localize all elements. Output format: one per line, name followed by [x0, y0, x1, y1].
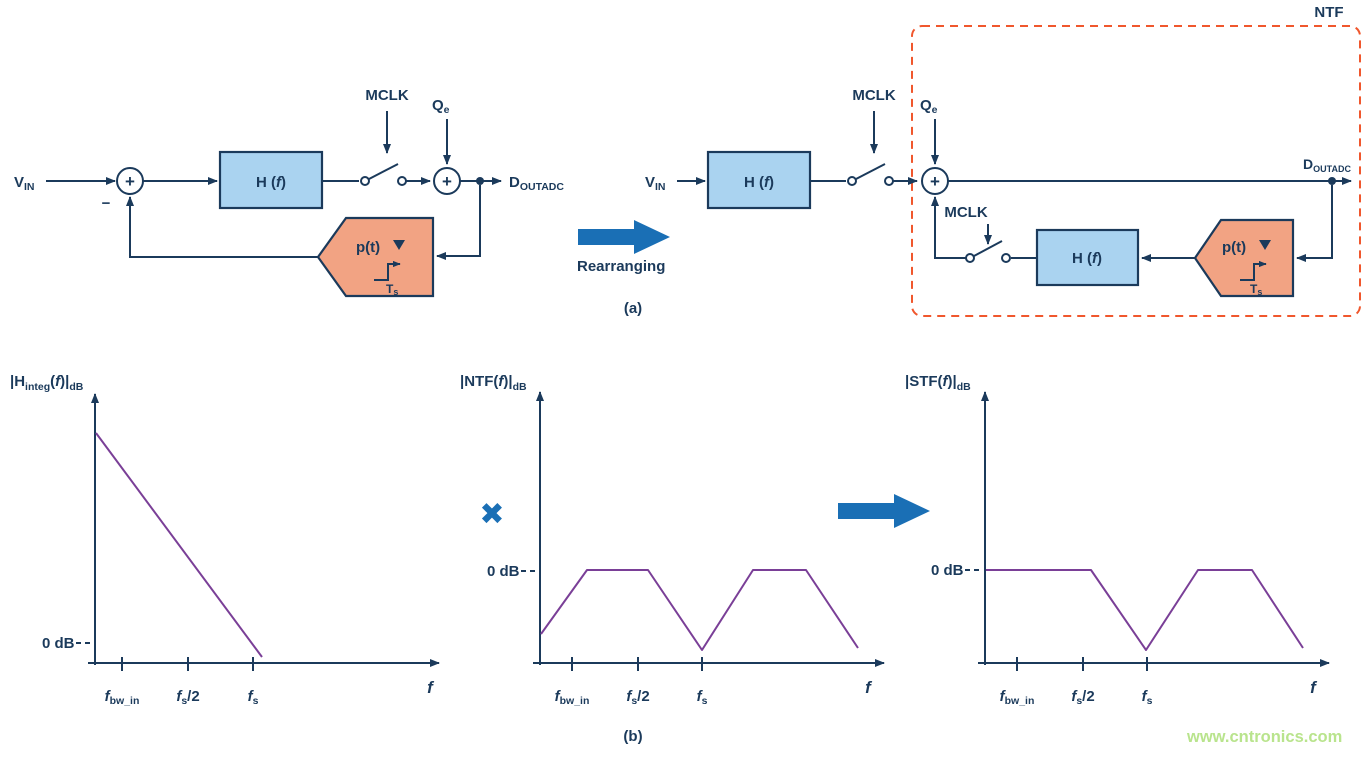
mclk-label: MCLK	[944, 204, 987, 221]
hf-block-label: H (f)	[744, 174, 774, 191]
dout-label: DOUTADC	[1303, 156, 1351, 174]
down-triangle-icon	[393, 240, 405, 250]
switch-contact	[360, 176, 370, 186]
qe-label: Qe	[432, 97, 450, 116]
plot-ntf-ylabel: |NTF(f)|dB	[460, 373, 527, 393]
feedback-wire	[126, 196, 318, 258]
switch-contact	[965, 253, 975, 263]
hf-feedback-block	[1035, 228, 1140, 287]
x-axis-label: f	[1310, 678, 1318, 697]
plus-sign: +	[442, 172, 452, 191]
watermark: www.cntronics.com	[1186, 728, 1342, 746]
node-dot	[476, 177, 484, 185]
tick-label-fs2: fs/2	[1071, 688, 1094, 707]
caption-a: (a)	[624, 300, 642, 317]
ts-label: Ts	[386, 282, 398, 297]
rearranging-label: Rearranging	[577, 258, 665, 275]
tick-label-fbwin: fbw_in	[1000, 688, 1035, 707]
mclk-label: MCLK	[852, 87, 895, 104]
switch-lever	[973, 240, 1003, 257]
ntf-curve	[540, 569, 859, 651]
feedback-wire	[1296, 185, 1333, 262]
block-diagram-left: VIN + − H (f) MCLK Qe + DOUTADC p(t) Ts	[14, 87, 564, 298]
step-symbol-icon	[374, 260, 401, 281]
pt-block	[316, 216, 435, 298]
plot-ntf: |NTF(f)|dB 0 dB fbw_in fs/2 fs f	[460, 373, 885, 707]
rearranging-group: Rearranging	[577, 220, 670, 275]
tick-label-fs: fs	[248, 688, 259, 707]
tick-label-fbwin: fbw_in	[105, 688, 140, 707]
stf-curve	[986, 569, 1304, 651]
tick-label-fs2: fs/2	[626, 688, 649, 707]
plot-stf: |STF(f)|dB 0 dB fbw_in fs/2 fs f	[905, 373, 1330, 707]
switch-contact	[884, 176, 894, 186]
feedback-wire	[931, 196, 966, 259]
switch-contact	[847, 176, 857, 186]
feedback-wire	[436, 185, 481, 260]
right-arrow-icon	[578, 220, 670, 254]
plot-hinteg: |Hinteg(f)|dB 0 dB fbw_in fs/2 fs f	[10, 373, 440, 707]
block-diagram-right: NTF VIN H (f) MCLK Qe + DOUTADC p(t) Ts …	[645, 4, 1361, 317]
zero-db-label: 0 dB	[931, 562, 964, 579]
pt-block-label: p(t)	[1222, 239, 1246, 256]
caption-b: (b)	[623, 728, 642, 745]
hf-block	[706, 150, 812, 210]
right-arrow-icon	[838, 494, 930, 528]
plot-stf-ylabel: |STF(f)|dB	[905, 373, 971, 393]
tick-label-fs2: fs/2	[176, 688, 199, 707]
ts-label: Ts	[1250, 282, 1262, 297]
zero-db-label: 0 dB	[42, 635, 75, 652]
switch-lever	[368, 163, 399, 180]
minus-sign: −	[102, 195, 111, 212]
dout-label: DOUTADC	[509, 174, 564, 193]
switch-lever	[855, 163, 886, 180]
ntf-dashed-box	[911, 25, 1361, 317]
vin-label: VIN	[645, 174, 666, 193]
pt-block-label: p(t)	[356, 239, 380, 256]
switch-contact	[397, 176, 407, 186]
plus-sign: +	[125, 172, 135, 191]
tick-label-fs: fs	[697, 688, 708, 707]
x-axis-label: f	[865, 678, 873, 697]
mclk-label: MCLK	[365, 87, 408, 104]
plot-hinteg-ylabel: |Hinteg(f)|dB	[10, 373, 84, 393]
plus-sign: +	[930, 172, 940, 191]
switch-contact	[1001, 253, 1011, 263]
hf-block-label: H (f)	[256, 174, 286, 191]
tick-label-fbwin: fbw_in	[555, 688, 590, 707]
qe-label: Qe	[920, 97, 938, 116]
zero-db-label: 0 dB	[487, 563, 520, 580]
hf-block-label: H (f)	[1072, 250, 1102, 267]
ntf-label: NTF	[1314, 4, 1343, 21]
step-symbol-icon	[1240, 260, 1267, 281]
down-triangle-icon	[1259, 240, 1271, 250]
x-axis-label: f	[427, 678, 435, 697]
pt-block	[1193, 218, 1295, 298]
vin-label: VIN	[14, 174, 35, 193]
tick-label-fs: fs	[1142, 688, 1153, 707]
hinteg-curve	[95, 432, 263, 658]
node-dot	[1328, 177, 1336, 185]
multiply-icon: ✖	[479, 497, 504, 532]
